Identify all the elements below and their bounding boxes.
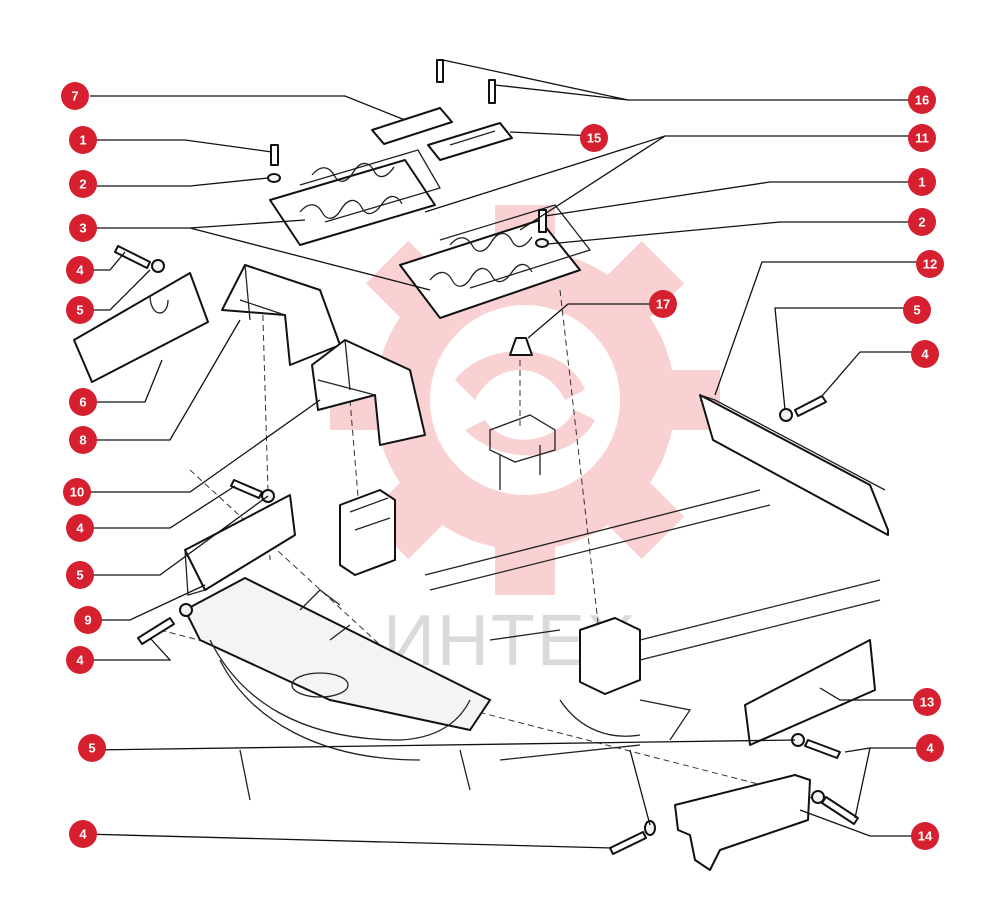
svg-text:2: 2 xyxy=(79,177,86,192)
bracket-8 xyxy=(221,264,341,366)
callout-14: 14 xyxy=(911,822,939,850)
callout-17: 17 xyxy=(649,290,677,318)
callout-6: 6 xyxy=(69,388,97,416)
bolt-1a xyxy=(270,144,279,166)
svg-text:3: 3 xyxy=(79,221,86,236)
slotted-plate-15 xyxy=(427,122,513,161)
callout-8: 8 xyxy=(69,426,97,454)
svg-text:17: 17 xyxy=(656,297,670,312)
svg-text:16: 16 xyxy=(915,93,929,108)
svg-text:9: 9 xyxy=(84,613,91,628)
callout-4-e: 4 xyxy=(916,734,944,762)
bolt-4c xyxy=(230,479,263,499)
callout-markers: 7 16 15 1 11 2 1 3 2 4 12 5 17 5 4 6 8 1… xyxy=(61,82,944,850)
shield-6 xyxy=(73,272,209,383)
heating-plate-lower xyxy=(399,204,592,319)
svg-text:10: 10 xyxy=(70,485,84,500)
svg-text:5: 5 xyxy=(76,303,83,318)
bolt-16a xyxy=(436,59,444,83)
callout-13: 13 xyxy=(913,688,941,716)
callout-5-a: 5 xyxy=(66,296,94,324)
heating-plate-upper xyxy=(269,149,441,246)
callout-2-left: 2 xyxy=(69,170,97,198)
svg-text:14: 14 xyxy=(918,829,933,844)
callout-4-f: 4 xyxy=(69,820,97,848)
callout-2-right: 2 xyxy=(908,208,936,236)
watermark-gear-body xyxy=(375,250,675,550)
bolt-4a xyxy=(114,245,151,269)
svg-text:7: 7 xyxy=(71,89,78,104)
callout-4-b: 4 xyxy=(911,340,939,368)
bolt-16b xyxy=(488,79,496,104)
svg-text:5: 5 xyxy=(76,568,83,583)
cap-17 xyxy=(509,337,533,356)
callout-16: 16 xyxy=(908,86,936,114)
bolt-4f xyxy=(821,796,859,825)
bolt-1b xyxy=(538,209,547,233)
svg-text:8: 8 xyxy=(79,433,86,448)
bracket-9 xyxy=(184,494,296,591)
frame-assembly xyxy=(183,414,881,801)
mount-plate-14 xyxy=(674,774,811,871)
callout-4-d: 4 xyxy=(66,646,94,674)
frame-center-post xyxy=(339,489,396,576)
callout-1-left: 1 xyxy=(69,126,97,154)
bolt-4b xyxy=(794,395,827,417)
svg-text:6: 6 xyxy=(79,395,86,410)
svg-text:5: 5 xyxy=(88,741,95,756)
callout-11: 11 xyxy=(908,124,936,152)
callout-5-b: 5 xyxy=(903,296,931,324)
svg-text:4: 4 xyxy=(79,827,87,842)
svg-text:2: 2 xyxy=(918,215,925,230)
washer-2a xyxy=(267,173,281,183)
frame-right-post xyxy=(579,617,641,695)
washer-5a xyxy=(151,259,165,273)
callout-4-a: 4 xyxy=(66,256,94,284)
bolt-4g xyxy=(609,831,647,855)
washer-2b xyxy=(535,238,549,248)
washer-5f xyxy=(811,790,825,804)
washer-5d xyxy=(179,603,193,617)
cover-plate-7 xyxy=(371,107,453,145)
svg-text:4: 4 xyxy=(921,347,929,362)
svg-text:5: 5 xyxy=(913,303,920,318)
svg-text:4: 4 xyxy=(76,263,84,278)
svg-text:1: 1 xyxy=(918,175,925,190)
svg-text:13: 13 xyxy=(920,695,934,710)
callout-4-c: 4 xyxy=(66,514,94,542)
washer-5b xyxy=(779,408,793,422)
washer-5g xyxy=(644,820,656,836)
svg-text:4: 4 xyxy=(76,653,84,668)
side-plate-13 xyxy=(744,639,876,746)
frame-base-plate xyxy=(183,576,492,732)
side-rail-12 xyxy=(699,394,889,536)
svg-text:4: 4 xyxy=(926,741,934,756)
svg-text:1: 1 xyxy=(79,133,86,148)
callout-9: 9 xyxy=(74,606,102,634)
callout-12: 12 xyxy=(916,250,944,278)
svg-text:4: 4 xyxy=(76,521,84,536)
callout-5-d: 5 xyxy=(78,734,106,762)
svg-text:15: 15 xyxy=(587,131,601,146)
bolt-4d xyxy=(137,617,175,645)
hardware xyxy=(114,59,859,855)
svg-text:11: 11 xyxy=(915,131,929,146)
callout-7: 7 xyxy=(61,82,89,110)
callout-3: 3 xyxy=(69,214,97,242)
svg-text:12: 12 xyxy=(923,257,937,272)
leader-lines xyxy=(77,59,930,849)
bolt-4e xyxy=(804,739,841,759)
callout-10: 10 xyxy=(63,478,91,506)
bracket-10 xyxy=(311,339,426,446)
callout-15: 15 xyxy=(580,124,608,152)
callout-5-c: 5 xyxy=(66,561,94,589)
callout-1-right: 1 xyxy=(908,168,936,196)
